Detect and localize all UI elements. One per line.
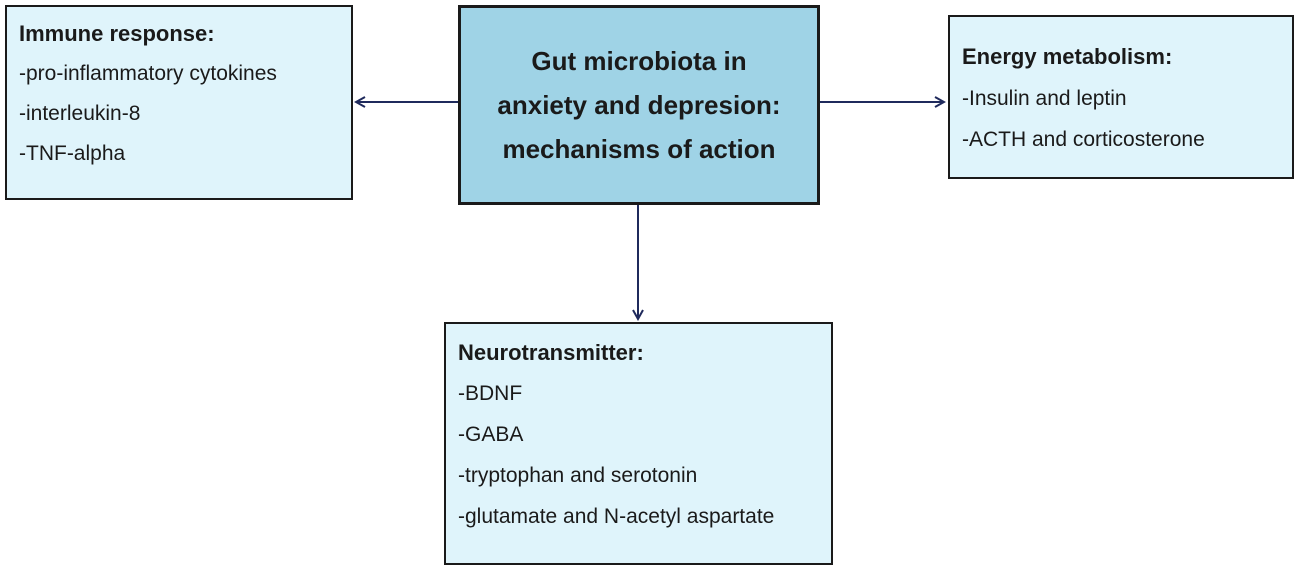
energy-heading: Energy metabolism:	[962, 44, 1173, 69]
central-topic-box: Gut microbiota in anxiety and depresion:…	[458, 5, 820, 205]
neuro-item: -tryptophan and serotonin	[458, 464, 698, 487]
energy-metabolism-box: Energy metabolism: -Insulin and leptin -…	[948, 15, 1294, 179]
central-title-line-3: mechanisms of action	[502, 134, 776, 164]
neuro-item: -glutamate and N-acetyl aspartate	[458, 505, 775, 528]
central-title-line-2: anxiety and depresion:	[497, 90, 781, 120]
energy-item: -Insulin and leptin	[962, 87, 1127, 110]
energy-item: -ACTH and corticosterone	[962, 128, 1205, 151]
immune-item: -pro-inflammatory cytokines	[19, 62, 277, 85]
immune-item: -interleukin-8	[19, 102, 141, 125]
central-title-line-1: Gut microbiota in	[531, 46, 747, 76]
neurotransmitter-box: Neurotransmitter: -BDNF -GABA -tryptopha…	[444, 322, 833, 565]
immune-heading: Immune response:	[19, 21, 215, 46]
immune-response-box: Immune response: -pro-inflammatory cytok…	[5, 5, 353, 200]
neuro-heading: Neurotransmitter:	[458, 340, 644, 365]
neuro-item: -GABA	[458, 423, 524, 446]
neuro-item: -BDNF	[458, 382, 523, 405]
immune-item: -TNF-alpha	[19, 142, 126, 165]
